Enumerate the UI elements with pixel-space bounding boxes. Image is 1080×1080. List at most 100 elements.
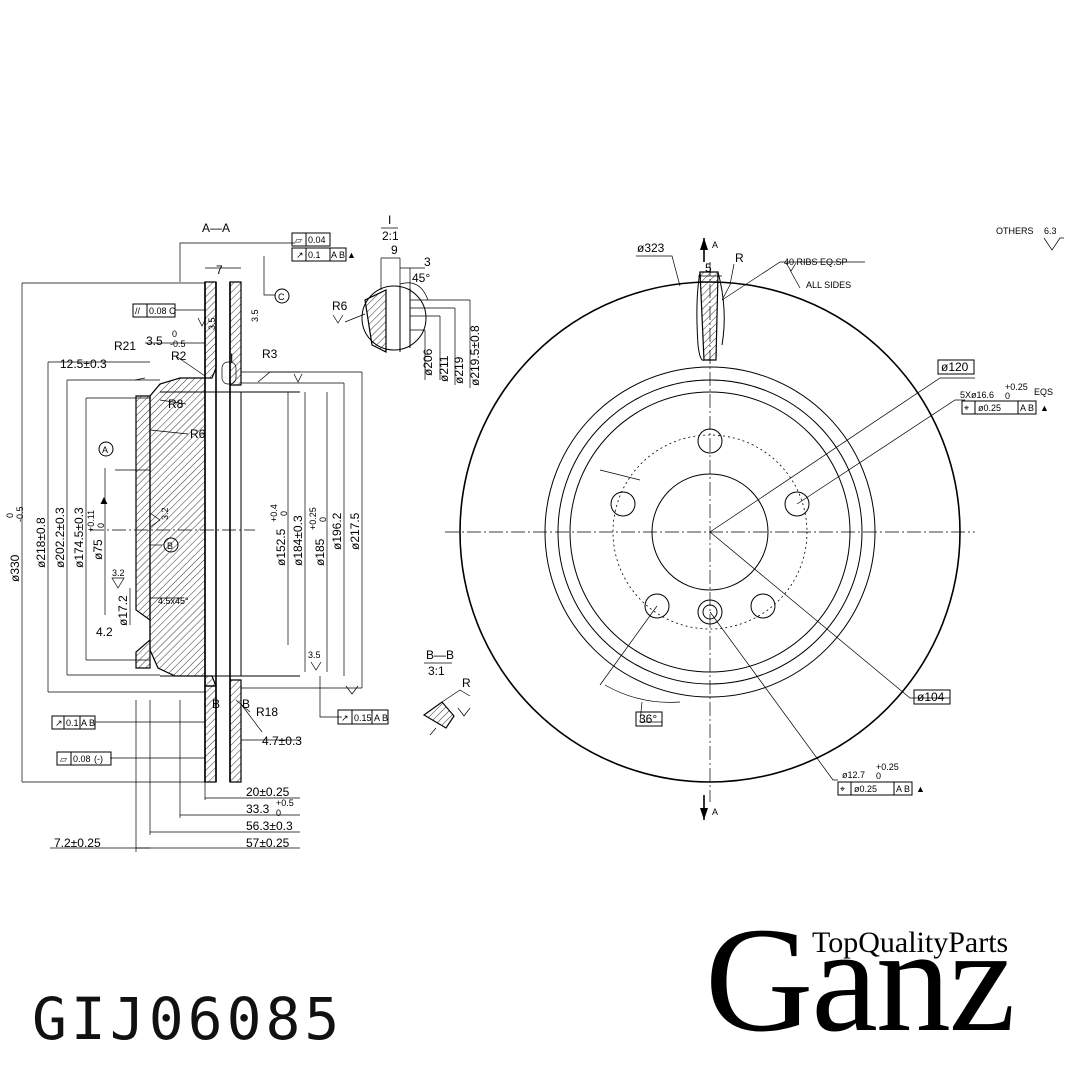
brand-tagline: TopQualityParts	[812, 926, 1009, 959]
svg-text:A: A	[712, 240, 718, 250]
detail-mark-i: I	[230, 351, 233, 365]
dim-phi185: ø185	[313, 538, 327, 566]
svg-text:C: C	[278, 292, 285, 302]
dim-phi217: ø217.5	[348, 512, 362, 550]
hat-inner-outline	[160, 391, 300, 677]
svg-text:0.1: 0.1	[308, 250, 321, 260]
bolt-note: ø12.7	[842, 770, 865, 780]
section-view-bb: B—B 3:1 R	[422, 648, 471, 736]
dim-12-5: 12.5±0.3	[60, 357, 107, 371]
svg-text:+0.25: +0.25	[876, 762, 899, 772]
others-note: OTHERS	[996, 226, 1034, 236]
lug-holes	[610, 428, 810, 625]
svg-text:↗: ↗	[55, 718, 63, 728]
dim-r: R	[735, 251, 744, 265]
part-number: GIJ06085	[32, 985, 344, 1053]
dim-phi330: ø330	[8, 554, 22, 582]
svg-text:▲: ▲	[916, 784, 925, 794]
svg-text:A: A	[712, 807, 718, 817]
datum-c-bubble: C	[274, 288, 290, 304]
position-frame-holes: ⌖ ø0.25 A B ▲	[961, 400, 1049, 415]
svg-text:EQS: EQS	[1034, 387, 1053, 397]
dim-4-7: 4.7±0.3	[262, 734, 302, 748]
section-aa-title: A—A	[202, 221, 230, 235]
section-mark-b: B	[212, 697, 220, 711]
phi120-frame	[937, 359, 975, 375]
dim-3-5-range: 3.5	[146, 334, 163, 348]
dim-phi202: ø202.2±0.3	[53, 507, 67, 568]
svg-text:+0.25: +0.25	[308, 507, 318, 530]
svg-text:⌖: ⌖	[840, 784, 845, 794]
svg-text://: //	[135, 306, 141, 316]
detail-circle	[361, 285, 427, 351]
section-mark-b-2: B	[242, 697, 250, 711]
dim-phi104: ø104	[917, 690, 945, 704]
parallel-frame: // 0.08 C	[132, 303, 176, 318]
detail-dim-9: 9	[391, 243, 398, 257]
detail-circle-i-slot	[221, 361, 237, 385]
brand-logo: Ganz	[705, 897, 1015, 1063]
svg-text:0: 0	[1005, 391, 1010, 401]
svg-text:B: B	[167, 541, 173, 551]
dim-3-5-a: 3.5	[207, 317, 217, 330]
detail-phi206: ø206	[421, 348, 435, 376]
detail-flange	[364, 289, 387, 353]
svg-text:ø0.25: ø0.25	[854, 784, 877, 794]
svg-text:▱: ▱	[295, 235, 302, 245]
runout-frame-bottom: ↗ 0.15 A B	[337, 709, 389, 725]
svg-text:▲: ▲	[347, 250, 356, 260]
datum-a-bubble: A	[98, 441, 114, 457]
vent-rib-cut	[699, 271, 719, 361]
rib-section	[422, 701, 455, 729]
position-frame-bolt: ⌖ ø0.25 A B ▲	[837, 781, 925, 796]
svg-text:0: 0	[318, 517, 328, 522]
lug-hole-5	[610, 491, 636, 517]
rotor-lower-wall	[229, 679, 242, 783]
flatness-frame-top: 0.04 ▱	[291, 232, 331, 247]
finish-3-2-b: 3.2	[160, 507, 170, 520]
svg-text:-0.5: -0.5	[15, 506, 25, 522]
svg-text:A B: A B	[81, 718, 95, 728]
others-value: 6.3	[1044, 226, 1057, 236]
holes-note: 5Xø16.6	[960, 390, 994, 400]
detail-radius-r6: R6	[332, 299, 348, 313]
vertical-dimension-lines	[21, 282, 363, 783]
chamfer-4-5x45: 4.5x45°	[158, 596, 189, 606]
svg-text:A B: A B	[331, 250, 345, 260]
svg-text:0.1: 0.1	[66, 718, 79, 728]
detail-angle-45: 45°	[412, 271, 430, 285]
radius-r3: R3	[262, 347, 278, 361]
svg-text:0: 0	[5, 513, 15, 518]
dim-3-5-b: 3.5	[250, 309, 260, 322]
dim-phi323: ø323	[637, 241, 665, 255]
radius-r6: R6	[190, 427, 206, 441]
datum-b-bubble: B	[163, 537, 179, 553]
svg-text:0: 0	[172, 329, 177, 339]
svg-text:↗: ↗	[341, 713, 349, 723]
svg-text:0: 0	[276, 808, 281, 818]
detail-view-i: I 2:1 9 3 45° R6 ø206 ø211 ø219 ø219.5±0…	[332, 213, 482, 388]
svg-text:A B: A B	[896, 784, 910, 794]
lug-hole-3	[750, 593, 776, 619]
svg-text:0.08: 0.08	[149, 306, 167, 316]
dim-phi218: ø218±0.8	[34, 517, 48, 568]
horizontal-dimension-lines	[50, 267, 300, 852]
svg-text:+0.11: +0.11	[86, 510, 96, 532]
section-arrow-top: A	[700, 238, 718, 262]
dim-angle36: 36°	[639, 712, 657, 726]
svg-text:C: C	[169, 306, 176, 316]
svg-text:I: I	[388, 213, 391, 227]
phi104-frame	[913, 689, 951, 705]
svg-text:0: 0	[96, 523, 106, 528]
dim-7-2: 7.2±0.25	[54, 836, 101, 850]
dim-57: 57±0.25	[246, 836, 290, 850]
svg-text:0: 0	[876, 771, 881, 781]
vent-channel-lines	[204, 282, 231, 782]
dim-phi184: ø184±0.3	[291, 515, 305, 566]
detail-phi219: ø219	[452, 356, 466, 384]
radius-r8: R8	[168, 397, 184, 411]
dim-phi17: ø17.2	[116, 595, 130, 626]
section-view-aa: A—A	[5, 221, 389, 852]
svg-text:0.04: 0.04	[308, 235, 326, 245]
